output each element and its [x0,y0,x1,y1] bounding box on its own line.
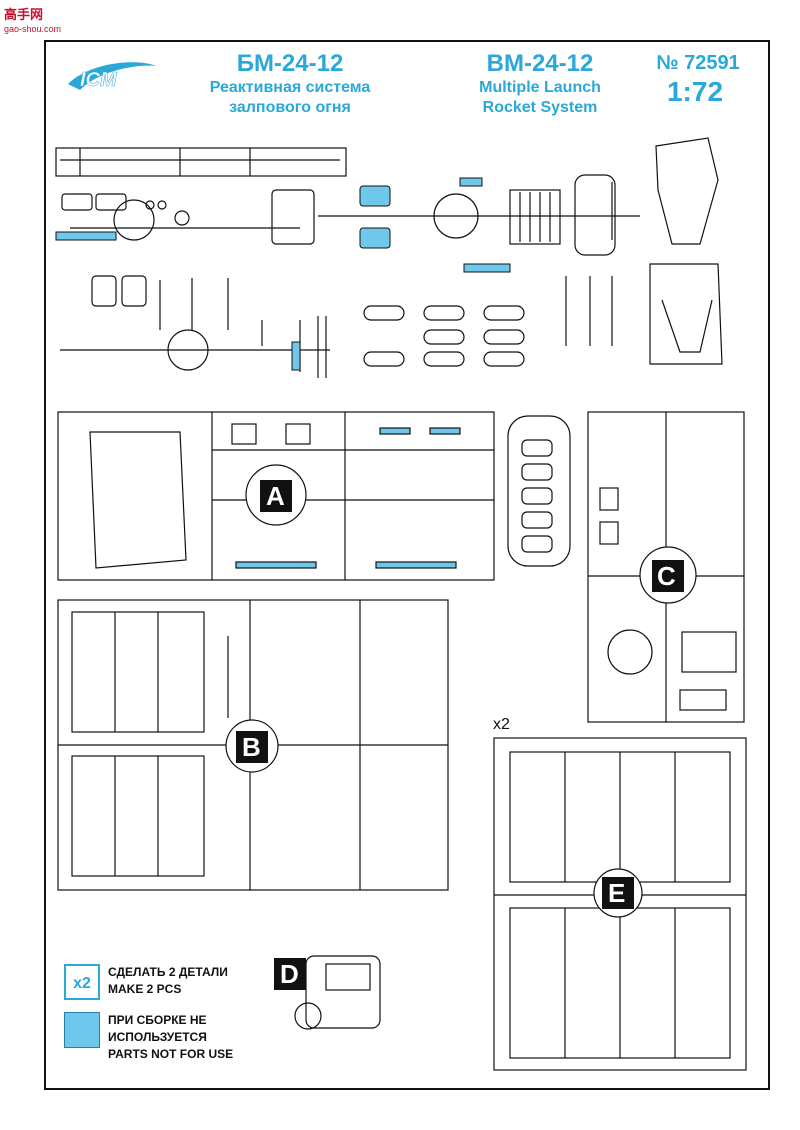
watermark-logo: 高手网 [4,8,44,23]
top-sprue-suspension [60,275,330,378]
subtitle-ru-1: Реактивная система [209,79,371,96]
sprue-c-letter: C [657,561,676,591]
sprue-e-marker [602,877,634,909]
subtitle-en-1: Multiple Launch [479,79,601,96]
sprue-e-multiplier: x2 [493,716,510,733]
legend-make2-ru: СДЕЛАТЬ 2 ДЕТАЛИ [108,965,228,979]
parts-47-51-frame [507,415,571,567]
sprue-b-letter: B [242,732,261,762]
top-sprue-chassis [55,137,723,365]
legend-make2-en: MAKE 2 PCS [108,982,182,996]
sprue-e-frame [493,737,747,1071]
legend-unused-ru-2: ИСПОЛЬЗУЕТСЯ [108,1030,207,1044]
page-frame [44,40,770,1090]
watermark-url: gao-shou.com [4,24,62,34]
sprue-letters: A B C D E [236,480,684,990]
legend-x2-box: x2 [64,964,100,1000]
title-en: BM-24-12 [486,50,594,77]
icm-logo-shape: ICM [68,62,156,91]
kit-number: № 72591 [656,52,740,74]
sprue-d-frame [294,955,381,1030]
sprue-b-marker [236,731,268,763]
legend-unused-en: PARTS NOT FOR USE [108,1047,234,1061]
icm-logo-text: ICM [80,69,118,91]
icm-logo: ICM [60,56,160,96]
legend-unused-ru-1: ПРИ СБОРКЕ НЕ [108,1013,207,1027]
unused-parts-highlight [55,177,511,371]
subtitle-ru-2: залпового огня [229,99,351,116]
scale: 1:72 [666,76,724,107]
legend-make2: СДЕЛАТЬ 2 ДЕТАЛИ MAKE 2 PCS [108,964,228,998]
sprue-a-frame [57,411,495,581]
title-ru: БМ-24-12 [236,50,344,77]
sprue-a-letter: A [266,481,285,511]
sprue-c-marker [652,560,684,592]
sprue-d-letter: D [280,959,299,989]
legend-unused: ПРИ СБОРКЕ НЕ ИСПОЛЬЗУЕТСЯ PARTS NOT FOR… [108,1012,233,1063]
sprue-a-marker [260,480,292,512]
subtitle-en-2: Rocket System [482,99,598,116]
legend-unused-swatch [64,1012,100,1048]
tires [363,276,613,367]
sprue-b-frame [57,599,449,891]
sprue-e-letter: E [608,878,625,908]
sprue-d-marker [274,958,306,990]
